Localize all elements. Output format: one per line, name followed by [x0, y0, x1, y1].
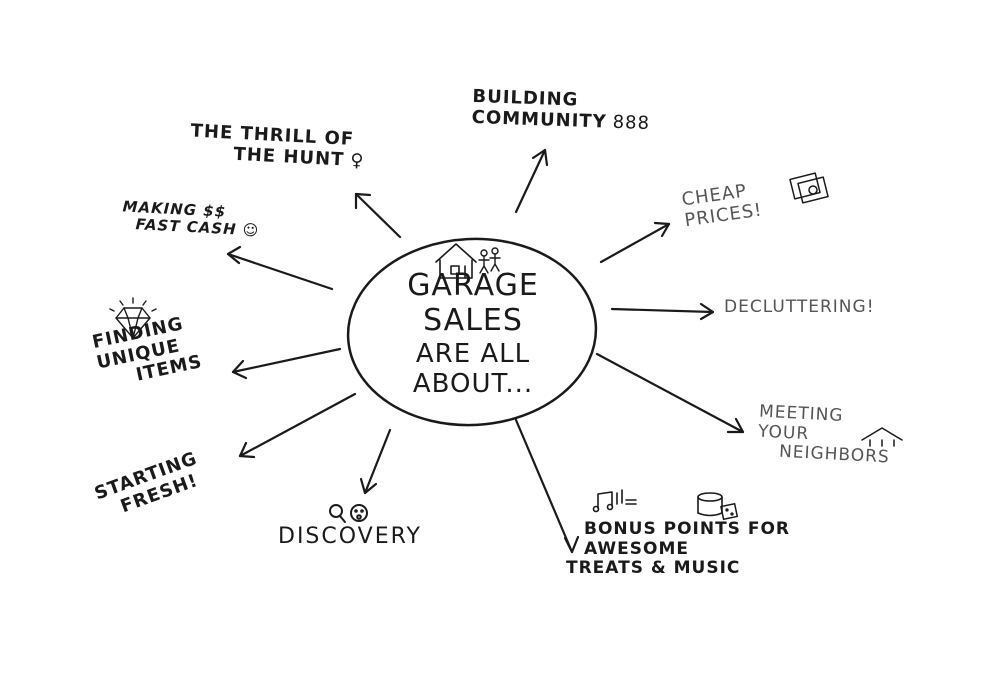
- arrow-discovery: [359, 428, 392, 495]
- arrow-decluttering: [610, 302, 715, 321]
- arrow-finding-unique: [231, 347, 342, 380]
- arrow-cheap-prices: [599, 221, 671, 264]
- center-line-3: ARE ALL: [415, 338, 531, 369]
- label-making-money: MAKING $$ FAST CASH☺: [121, 197, 260, 240]
- music-notes-icon: [592, 489, 637, 513]
- cake-icon: [697, 492, 723, 517]
- center-oval: [346, 237, 598, 427]
- arrow-making-money: [226, 245, 334, 291]
- bonus-line-2: AWESOME: [584, 538, 689, 559]
- label-bonus-points: BONUS POINTS FOR AWESOME TREATS & MUSIC: [566, 519, 790, 579]
- house-icon: [435, 243, 477, 279]
- label-decluttering: DECLUTTERING!: [724, 297, 875, 318]
- center-line-1: GARAGE: [407, 268, 539, 303]
- magnifier-icon: [329, 504, 346, 523]
- money-icon: [789, 172, 829, 204]
- bonus-line-3: TREATS & MUSIC: [566, 558, 741, 579]
- arrow-thrill-of-hunt: [354, 192, 402, 239]
- center-line-4: ABOUT...: [412, 369, 534, 400]
- center-title: GARAGE SALES ARE ALL ABOUT...: [368, 268, 578, 400]
- label-discovery: DISCOVERY: [278, 524, 422, 549]
- search-person-icon: [350, 504, 368, 522]
- diamond-icon: [109, 297, 157, 339]
- arrow-bonus-points: [514, 418, 580, 554]
- smiley-icon: ☺: [242, 220, 260, 240]
- arrow-starting-fresh: [238, 392, 357, 459]
- center-line-2: SALES: [423, 303, 523, 339]
- decluttering-line-1: DECLUTTERING!: [724, 297, 875, 317]
- roof-icon: [861, 427, 903, 447]
- arrow-meeting-neighbors: [595, 352, 745, 434]
- magnifier-small-icon: ♀: [349, 149, 366, 172]
- community-people-icon: 888: [612, 111, 651, 134]
- arrow-building-community: [514, 148, 549, 214]
- building-community-line-2: COMMUNITY: [471, 106, 608, 133]
- dice-icon: [720, 502, 739, 521]
- discovery-line-1: DISCOVERY: [278, 524, 422, 549]
- label-meeting-neighbors: MEETING YOUR NEIGHBORS: [757, 402, 893, 469]
- bonus-line-1: BONUS POINTS FOR: [584, 519, 790, 539]
- people-icon: [478, 247, 501, 274]
